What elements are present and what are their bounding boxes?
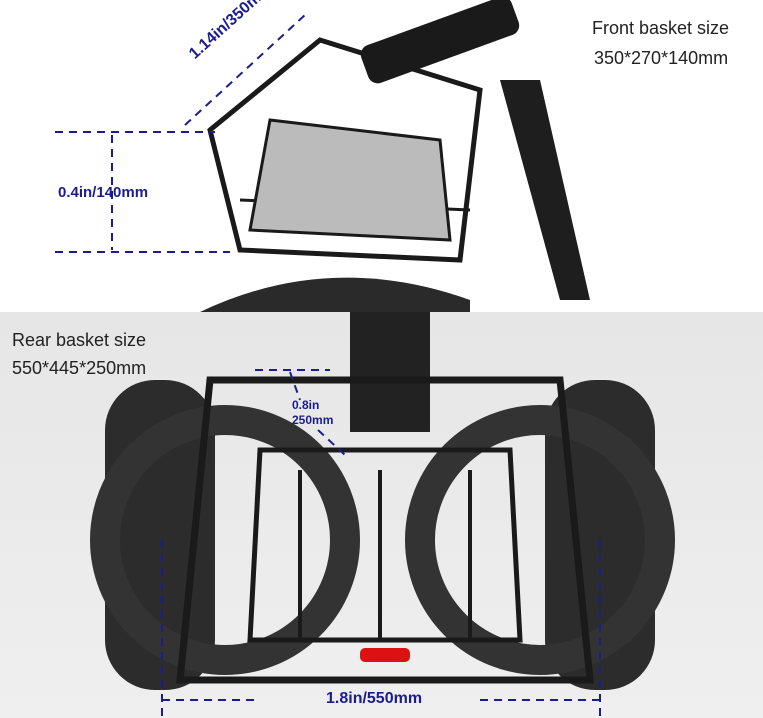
front-basket-size: 350*270*140mm xyxy=(594,48,729,68)
rear-height-label-in: 0.8in xyxy=(292,398,320,412)
front-fork xyxy=(500,80,590,300)
front-tire xyxy=(200,277,470,312)
handlebar xyxy=(360,0,520,84)
left-wheel xyxy=(90,405,360,675)
front-basket xyxy=(207,37,483,263)
seat-post xyxy=(350,312,430,432)
rear-basket-size: 550*445*250mm xyxy=(12,358,147,378)
right-wheel xyxy=(405,405,675,675)
front-basket-title: Front basket size xyxy=(592,18,730,38)
rear-basket xyxy=(176,376,594,684)
rear-height-label-mm: 250mm xyxy=(292,413,334,427)
dimension-lines xyxy=(55,14,601,718)
rear-basket-title: Rear basket size xyxy=(12,330,147,350)
front-height-label: 0.4in/140mm xyxy=(58,184,149,201)
rear-width-label: 1.8in/550mm xyxy=(326,690,423,707)
rear-reflector xyxy=(360,648,410,662)
